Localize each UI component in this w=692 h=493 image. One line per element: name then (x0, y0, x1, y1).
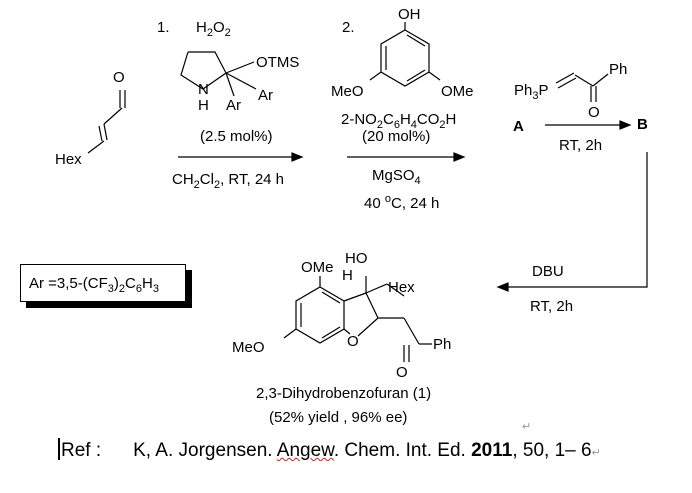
step3-conditions: RT, 2h (559, 137, 602, 154)
step2-loading: (20 mol%) (362, 128, 430, 145)
phenol-ring (380, 29, 430, 87)
phenol-double-2 (406, 69, 426, 82)
starting-enal: O Hex (55, 69, 126, 168)
catalyst-otms: OTMS (256, 54, 299, 71)
ref-rest: , 50, 1– 6 (512, 440, 592, 461)
ylide-ph: Ph (609, 61, 627, 78)
product-benzene-ring (295, 286, 345, 344)
reference-line: Ref : K, A. Jorgensen. Angew. Chem. Int. … (58, 438, 601, 462)
product-hex: Hex (388, 279, 415, 296)
product-ph: Ph (433, 336, 451, 353)
step1-number: 1. (157, 19, 170, 36)
furan-c3-bond (343, 292, 367, 302)
step4-arrow-line (506, 152, 648, 288)
furan-o-bond (357, 317, 379, 337)
product-yield: (52% yield , 96% ee) (269, 409, 407, 426)
product-double-3 (321, 291, 341, 304)
ref-prefix: Ref : (61, 440, 102, 461)
step2: 2. OH MeO OMe 2-NO2C6H4CO2H (20 mol%) Mg… (331, 6, 474, 212)
phenol-ome-bond (428, 71, 441, 81)
product-carbonyl-o: O (396, 364, 408, 381)
product-hex-bond-2 (386, 283, 405, 297)
enal-cc-bond (103, 123, 108, 141)
product-h: H (342, 267, 353, 284)
enal-cc-double-bond (98, 125, 103, 142)
ylide-p-c-bond (555, 72, 575, 84)
ref-year: 2011 (471, 440, 513, 461)
step4-arrowhead (496, 282, 509, 292)
catalyst-n: N (198, 81, 209, 98)
phenol-meo-bond (369, 71, 382, 81)
step4-conditions: RT, 2h (530, 298, 573, 315)
step1-reagent: H2O2 (196, 19, 231, 39)
product-hex-bond (365, 283, 388, 294)
product-meo-bond (283, 328, 297, 339)
ar-definition-box: Ar =3,5-(CF3)2C6H3 (20, 264, 186, 302)
phenol-double-3 (406, 34, 426, 47)
product-double-2 (321, 326, 341, 339)
catalyst-ar2-bond (225, 72, 235, 97)
ylide-c-c-bond (574, 74, 594, 87)
product-ho: HO (345, 250, 368, 267)
ylide-ph3p: Ph3P (514, 82, 549, 102)
product-ome: OMe (301, 259, 334, 276)
ylide-p-c-double (557, 77, 577, 89)
product-structure: HO OMe H Hex MeO O O Ph 2,3-Dihydrobenzo… (232, 250, 531, 433)
step3-arrowhead (619, 120, 632, 130)
text-cursor (58, 438, 60, 460)
step3: RT, 2h B (545, 116, 648, 154)
step1-loading: (2.5 mol%) (200, 128, 273, 145)
paragraph-mark-2: ↵ (591, 447, 601, 459)
ylide-label-a: A (513, 118, 524, 135)
catalyst-h: H (198, 97, 209, 114)
furan-c2-bond (365, 292, 379, 319)
ylide-a: Ph3P Ph O A (513, 61, 627, 135)
catalyst-ar1: Ar (258, 87, 273, 104)
ref-journal-a: Angew (276, 440, 334, 461)
product-ch2-co-bond (403, 317, 420, 345)
step4-reagent: DBU (532, 263, 564, 280)
product-meo: MeO (232, 339, 265, 356)
product-name: 2,3-Dihydrobenzofuran (1) (256, 385, 431, 402)
phenol-ome: OMe (441, 83, 474, 100)
enal-hex-bond (87, 140, 105, 154)
ylide-c-ph-bond (592, 73, 609, 87)
ylide-o: O (588, 104, 600, 121)
catalyst-ar2: Ar (226, 97, 241, 114)
catalyst-ar-bond (225, 72, 257, 90)
furan-o-aryl-bond (343, 328, 351, 335)
step1: 1. H2O2 OTMS N H Ar Ar (2.5 mol%) CH2Cl2… (157, 19, 304, 191)
step1-arrowhead (291, 152, 304, 162)
step1-conditions: CH2Cl2, RT, 24 h (172, 171, 284, 191)
step2-number: 2. (342, 19, 355, 36)
phenol-meo: MeO (331, 83, 364, 100)
catalyst-otms-bond (225, 61, 255, 74)
phenol-oh: OH (398, 6, 421, 23)
product-ring-o: O (347, 333, 359, 350)
ref-authors: K, A. Jorgensen. (133, 440, 277, 461)
enal-bond (103, 107, 123, 125)
step2-arrowhead (453, 152, 466, 162)
step2-acid: 2-NO2C6H4CO2H (341, 111, 456, 131)
step2-temp: 40 oC, 24 h (364, 193, 439, 212)
step2-additive: MgSO4 (372, 167, 421, 187)
intermediate-b-label: B (637, 116, 648, 133)
start-o-label: O (113, 69, 125, 86)
start-hex-label: Hex (55, 151, 82, 168)
ref-journal-b: . Chem. Int. Ed. (333, 440, 472, 461)
step4: DBU RT, 2h (496, 152, 648, 315)
pyrrolidine-ring (180, 51, 227, 90)
paragraph-mark-1: ↵ (522, 421, 531, 433)
